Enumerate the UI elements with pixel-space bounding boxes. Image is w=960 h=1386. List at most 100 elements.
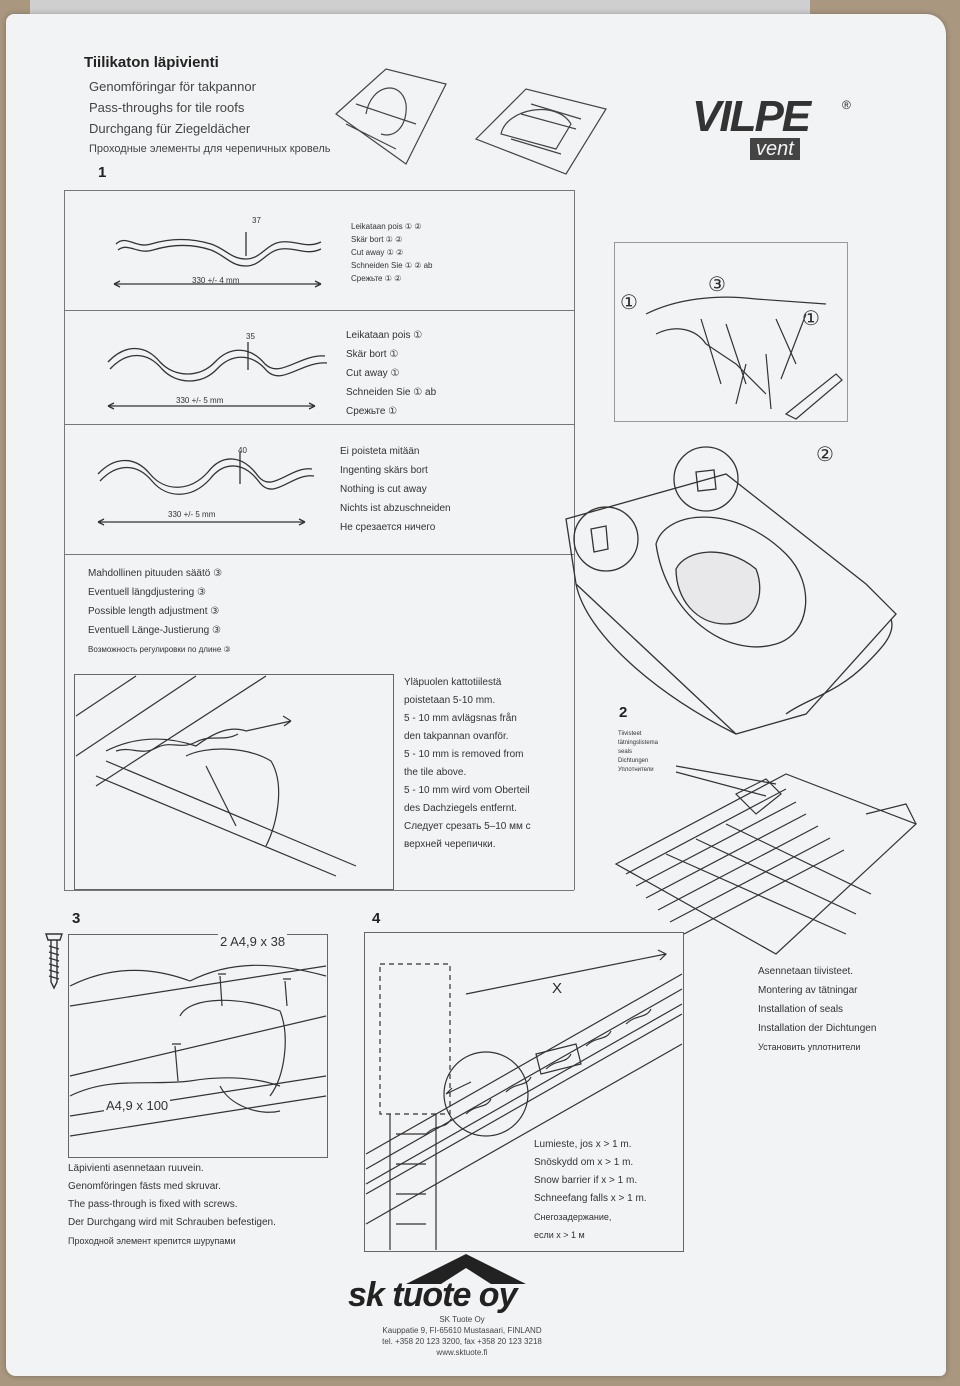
upper-tile-text: Yläpuolen kattotiilestä poistetaan 5-10 … [404, 674, 531, 854]
length-adjust-de: Eventuell Länge-Justierung ③ [88, 625, 221, 636]
screw-caption: Läpivienti asennetaan ruuvein. Genomföri… [68, 1160, 276, 1250]
profile-1-line-de: Schneiden Sie ① ② ab [351, 261, 433, 270]
page-title: Tiilikaton läpivienti [84, 54, 219, 71]
callout-1-right: ① [802, 308, 820, 330]
sk-tuote-wordmark: sk tuote oy [348, 1276, 517, 1314]
title-translations: Genomföringar för takpannor Pass-through… [89, 76, 330, 160]
snow-caption-fi: Lumieste, jos x > 1 m. [534, 1139, 632, 1150]
snow-barrier-caption: Lumieste, jos x > 1 m. Snöskydd om x > 1… [534, 1136, 647, 1244]
profile-3-width: 330 +/- 5 mm [168, 510, 216, 519]
tile-profile-1 [113, 232, 322, 288]
distance-x-label: X [552, 980, 563, 997]
callout-2: ② [816, 444, 834, 466]
step-3-frame [68, 934, 328, 1158]
registered-mark: ® [842, 98, 851, 112]
profile-2-instructions: Leikataan pois ① Skär bort ① Cut away ① … [346, 326, 436, 421]
title-line-sv: Genomföringar för takpannor [89, 79, 256, 94]
profile-1-line-en: Cut away ① ② [351, 248, 404, 257]
step1-frame-bottom [64, 890, 574, 891]
profile-1-width: 330 +/- 4 mm [192, 276, 240, 285]
address-street: Kauppatie 9, FI-65610 Mustasaari, FINLAN… [382, 1326, 542, 1335]
pass-through-base-illustration [565, 446, 897, 735]
title-line-en: Pass-throughs for tile roofs [89, 100, 245, 115]
screw-caption-sv: Genomföringen fästs med skruvar. [68, 1181, 221, 1192]
tile-profile-3 [97, 452, 315, 526]
profile-3-line-sv: Ingenting skärs bort [340, 465, 428, 476]
seal-caption-en: Installation of seals [758, 1004, 844, 1015]
screw-caption-fi: Läpivienti asennetaan ruuvein. [68, 1163, 204, 1174]
profile-1-instructions: Leikataan pois ① ② Skär bort ① ② Cut awa… [351, 220, 433, 285]
upper-tile-line-8: des Dachziegels entfernt. [404, 803, 517, 814]
address-phone: tel. +358 20 123 3200, fax +358 20 123 3… [382, 1337, 542, 1346]
profile-1-line-ru: Срежьте ① ② [351, 274, 402, 283]
seal-label-fi: Tiivisteet [618, 731, 642, 737]
snow-barrier-illustration [365, 949, 683, 1250]
upper-tile-figure-frame [74, 674, 394, 890]
title-line-ru: Проходные элементы для черепичных кровел… [89, 143, 331, 155]
step-2-number: 2 [619, 704, 628, 721]
step1-divider-3 [64, 554, 574, 555]
upper-tile-line-3: 5 - 10 mm avlägsnas från [404, 713, 517, 724]
profile-2-width: 330 +/- 5 mm [176, 396, 224, 405]
seal-caption-sv: Montering av tätningar [758, 985, 858, 996]
snow-caption-en: Snow barrier if x > 1 m. [534, 1175, 638, 1186]
seal-label-sv: tätningslistema [618, 740, 659, 746]
length-adjust-ru: Возможность регулировки по длине ③ [88, 645, 231, 654]
tile-profile-2 [107, 342, 328, 410]
seal-caption-fi: Asennetaan tiivisteet. [758, 966, 854, 977]
callout-3-top: ③ [708, 274, 726, 296]
company-address: SK Tuote Oy Kauppatie 9, FI-65610 Mustas… [342, 1314, 582, 1358]
seal-caption-de: Installation der Dichtungen [758, 1023, 877, 1034]
callout-1-left: ① [620, 292, 638, 314]
profile-2-line-fi: Leikataan pois ① [346, 330, 423, 341]
profile-3-instructions: Ei poisteta mitään Ingenting skärs bort … [340, 442, 451, 537]
address-company: SK Tuote Oy [439, 1315, 485, 1324]
screw-caption-en: The pass-through is fixed with screws. [68, 1199, 238, 1210]
profile-2-line-sv: Skär bort ① [346, 349, 399, 360]
step1-divider-1 [64, 310, 574, 311]
upper-tile-illustration [75, 675, 357, 877]
step-4-frame [364, 932, 684, 1252]
upper-tile-line-2: poistetaan 5-10 mm. [404, 695, 496, 706]
length-adjust-sv: Eventuell längdjustering ③ [88, 587, 206, 598]
upper-tile-line-5: 5 - 10 mm is removed from [404, 749, 524, 760]
roof-seal-illustration [614, 765, 918, 955]
length-adjust-en: Possible length adjustment ③ [88, 606, 220, 617]
screw-caption-de: Der Durchgang wird mit Schrauben befesti… [68, 1217, 276, 1228]
profile-1-line-sv: Skär bort ① ② [351, 235, 403, 244]
vilpe-wordmark: VILPE [692, 92, 811, 141]
screw-fixing-illustration [69, 964, 327, 1137]
cut-detail-illustration [645, 296, 843, 420]
upper-tile-line-10: верхней черепички. [404, 839, 496, 850]
profile-3-line-ru: Не срезается ничего [340, 522, 436, 533]
sk-tuote-mountain-logo [406, 1254, 526, 1284]
product-sketch-header [335, 68, 607, 175]
profile-2-height: 35 [246, 332, 255, 341]
vent-wordmark: vent [750, 138, 800, 160]
snow-caption-ru-1: Снегозадержание, [534, 1212, 612, 1222]
profile-3-line-fi: Ei poisteta mitään [340, 446, 420, 457]
upper-tile-line-9: Следует срезать 5–10 мм с [404, 821, 531, 832]
step1-divider-2 [64, 424, 574, 425]
profile-1-line-fi: Leikataan pois ① ② [351, 222, 422, 231]
seal-label-ru: Уплотнители [618, 767, 654, 773]
instruction-sheet: Tiilikaton läpivienti Genomföringar för … [6, 14, 946, 1376]
upper-tile-line-7: 5 - 10 mm wird vom Oberteil [404, 785, 530, 796]
step-4-number: 4 [372, 910, 381, 927]
snow-caption-de: Schneefang falls x > 1 m. [534, 1193, 647, 1204]
cut-detail-frame [614, 242, 848, 422]
length-adjust-text: Mahdollinen pituuden säätö ③ Eventuell l… [88, 564, 231, 659]
profile-2-line-en: Cut away ① [346, 368, 400, 379]
step-1-number: 1 [98, 164, 107, 181]
screw-caption-ru: Проходной элемент крепится шурупами [68, 1236, 236, 1246]
upper-tile-line-1: Yläpuolen kattotiilestä [404, 677, 502, 688]
profile-3-line-en: Nothing is cut away [340, 484, 427, 495]
screw-bottom-label: A4,9 x 100 [104, 1098, 171, 1113]
length-adjust-fi: Mahdollinen pituuden säätö ③ [88, 568, 223, 579]
seal-caption: Asennetaan tiivisteet. Montering av tätn… [758, 962, 876, 1057]
upper-tile-line-4: den takpannan ovanför. [404, 731, 509, 742]
profile-2-line-de: Schneiden Sie ① ab [346, 387, 437, 398]
seal-labels: Tiivisteet tätningslistema seals Dichtun… [618, 730, 658, 775]
step-3-number: 3 [72, 910, 81, 927]
snow-caption-ru-2: если x > 1 м [534, 1230, 585, 1240]
